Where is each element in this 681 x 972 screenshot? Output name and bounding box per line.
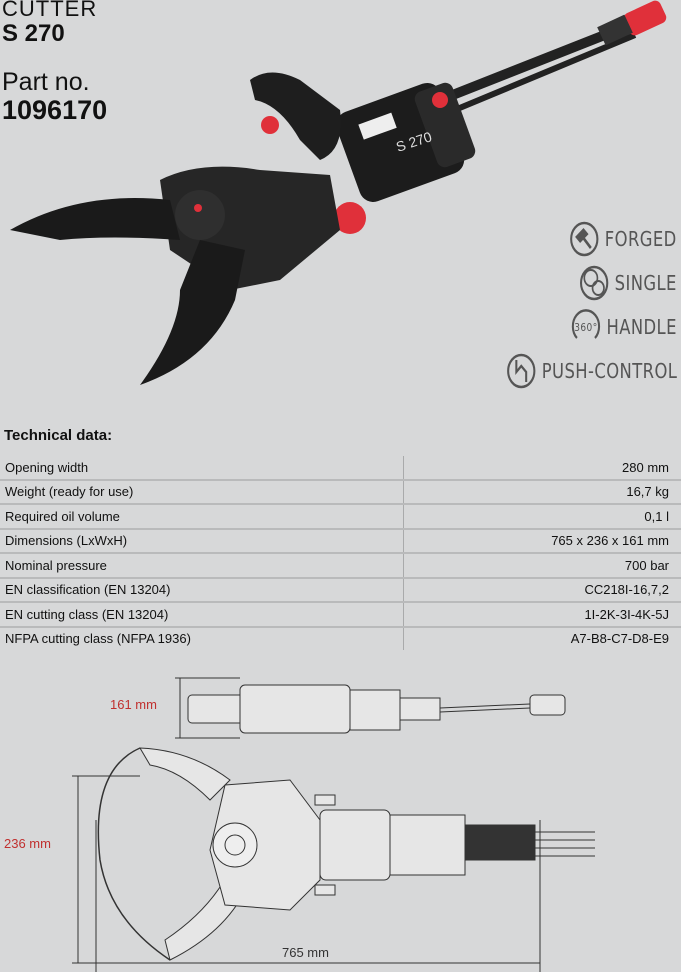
row-value: 700 bar (402, 553, 681, 579)
push-control-icon (506, 353, 536, 389)
row-label: Nominal pressure (0, 553, 404, 579)
svg-text:360°: 360° (574, 322, 597, 334)
table-row: Weight (ready for use)16,7 kg (0, 479, 681, 505)
upper-blade (10, 198, 180, 240)
top-view-drawing (72, 747, 595, 972)
row-label: NFPA cutting class (NFPA 1936) (5, 631, 191, 647)
product-model: S 270 (2, 20, 65, 47)
rotate-360-icon: 360° (571, 309, 601, 339)
table-row: EN cutting class (EN 13204)1I-2K-3I-4K-5… (0, 602, 681, 628)
height-dimension: 161 mm (110, 697, 157, 712)
row-value: 0,1 l (402, 504, 681, 530)
part-number: 1096170 (2, 95, 108, 125)
table-row: NFPA cutting class (NFPA 1936) A7-B8-C7-D… (0, 626, 681, 650)
table-row: EN classification (EN 13204)CC218I-16,7,… (0, 577, 681, 603)
rotation-knob (334, 202, 366, 234)
single-circles-icon (580, 265, 609, 301)
feature-handle: 360° HANDLE (571, 308, 677, 346)
hammer-icon (570, 221, 599, 257)
row-label: EN cutting class (EN 13204) (0, 602, 404, 628)
row-value: 765 x 236 x 161 mm (402, 528, 681, 554)
feature-single: SINGLE (579, 264, 677, 302)
row-value: 16,7 kg (402, 479, 681, 505)
row-label: Weight (ready for use) (0, 479, 404, 505)
product-image: S 270 (10, 0, 667, 385)
side-view-drawing (175, 677, 566, 739)
row-label: Dimensions (LxWxH) (0, 528, 404, 554)
part-label: Part no. (2, 68, 90, 96)
length-dimension: 765 mm (282, 945, 329, 960)
cylinder-body: S 270 (336, 82, 476, 202)
carry-handle (250, 72, 341, 160)
row-value: CC218I-16,7,2 (402, 577, 681, 603)
feature-forged: FORGED (569, 220, 677, 258)
technical-data-title: Technical data: (4, 427, 113, 444)
hose (438, 20, 637, 115)
dimension-drawings (72, 677, 595, 972)
table-row: Dimensions (LxWxH)765 x 236 x 161 mm (0, 528, 681, 554)
lower-blade (140, 240, 245, 385)
product-type: CUTTER (2, 0, 98, 21)
row-value: 1I-2K-3I-4K-5J (402, 602, 681, 628)
row-label: EN classification (EN 13204) (0, 577, 404, 603)
row-label: Required oil volume (0, 504, 404, 530)
coupler-cap (623, 0, 667, 36)
row-value: 280 mm (402, 456, 681, 481)
feature-push-control: PUSH-CONTROL (505, 352, 677, 390)
row-value: A7-B8-C7-D8-E9 (402, 626, 681, 650)
width-dimension: 236 mm (4, 836, 51, 851)
row-label: Opening width (0, 456, 404, 481)
